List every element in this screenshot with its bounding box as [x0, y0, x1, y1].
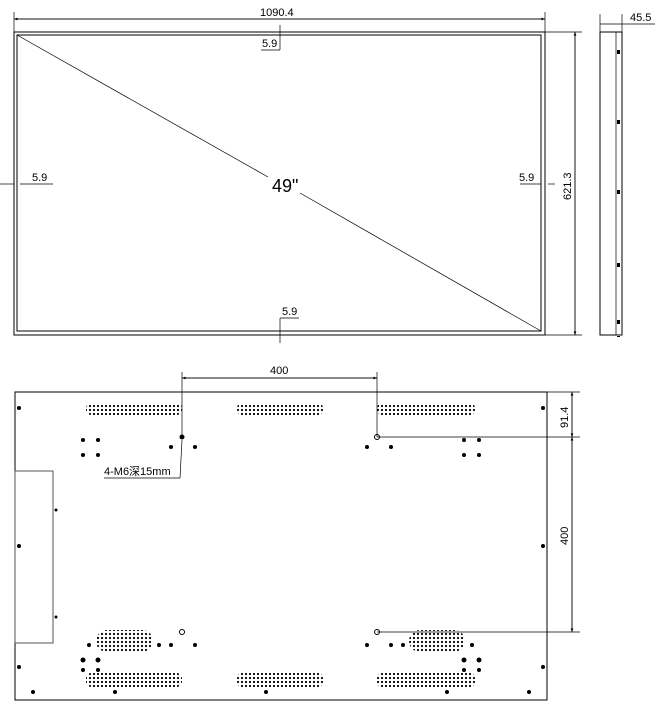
- vesa-horizontal-dimension: 400: [270, 365, 288, 377]
- side-connector-panel: [14, 470, 54, 644]
- mount-hole-note: 4-M6深15mm: [104, 465, 171, 478]
- screw-holes: [17, 406, 545, 694]
- top-offset-dimension: 91.4: [559, 407, 571, 428]
- front-view: 49" 1090.4 621.3 5.9 5.9 5.9 5.9: [0, 7, 582, 343]
- diagonal-line: [16, 34, 269, 178]
- front-screen-area: [16, 34, 542, 332]
- side-profile: [599, 31, 623, 336]
- front-outer-frame: [13, 31, 546, 336]
- vent-grilles: [86, 403, 475, 687]
- bezel-bottom-dimension: 5.9: [282, 306, 297, 318]
- screen-size-label: 49": [272, 176, 298, 196]
- diagonal-line: [299, 192, 542, 332]
- side-view: 45.5: [599, 12, 655, 337]
- depth-dimension: 45.5: [630, 12, 651, 24]
- height-dimension: 621.3: [562, 172, 574, 200]
- bezel-right-dimension: 5.9: [519, 172, 534, 184]
- back-view: 400 91.4 400 4-M6深15mm: [14, 365, 580, 701]
- bezel-top-dimension: 5.9: [262, 38, 277, 50]
- bezel-left-dimension: 5.9: [32, 172, 47, 184]
- back-panel: [14, 391, 548, 701]
- vesa-mount-holes: [179, 434, 380, 635]
- vesa-vertical-dimension: 400: [559, 527, 571, 545]
- width-dimension: 1090.4: [260, 7, 294, 19]
